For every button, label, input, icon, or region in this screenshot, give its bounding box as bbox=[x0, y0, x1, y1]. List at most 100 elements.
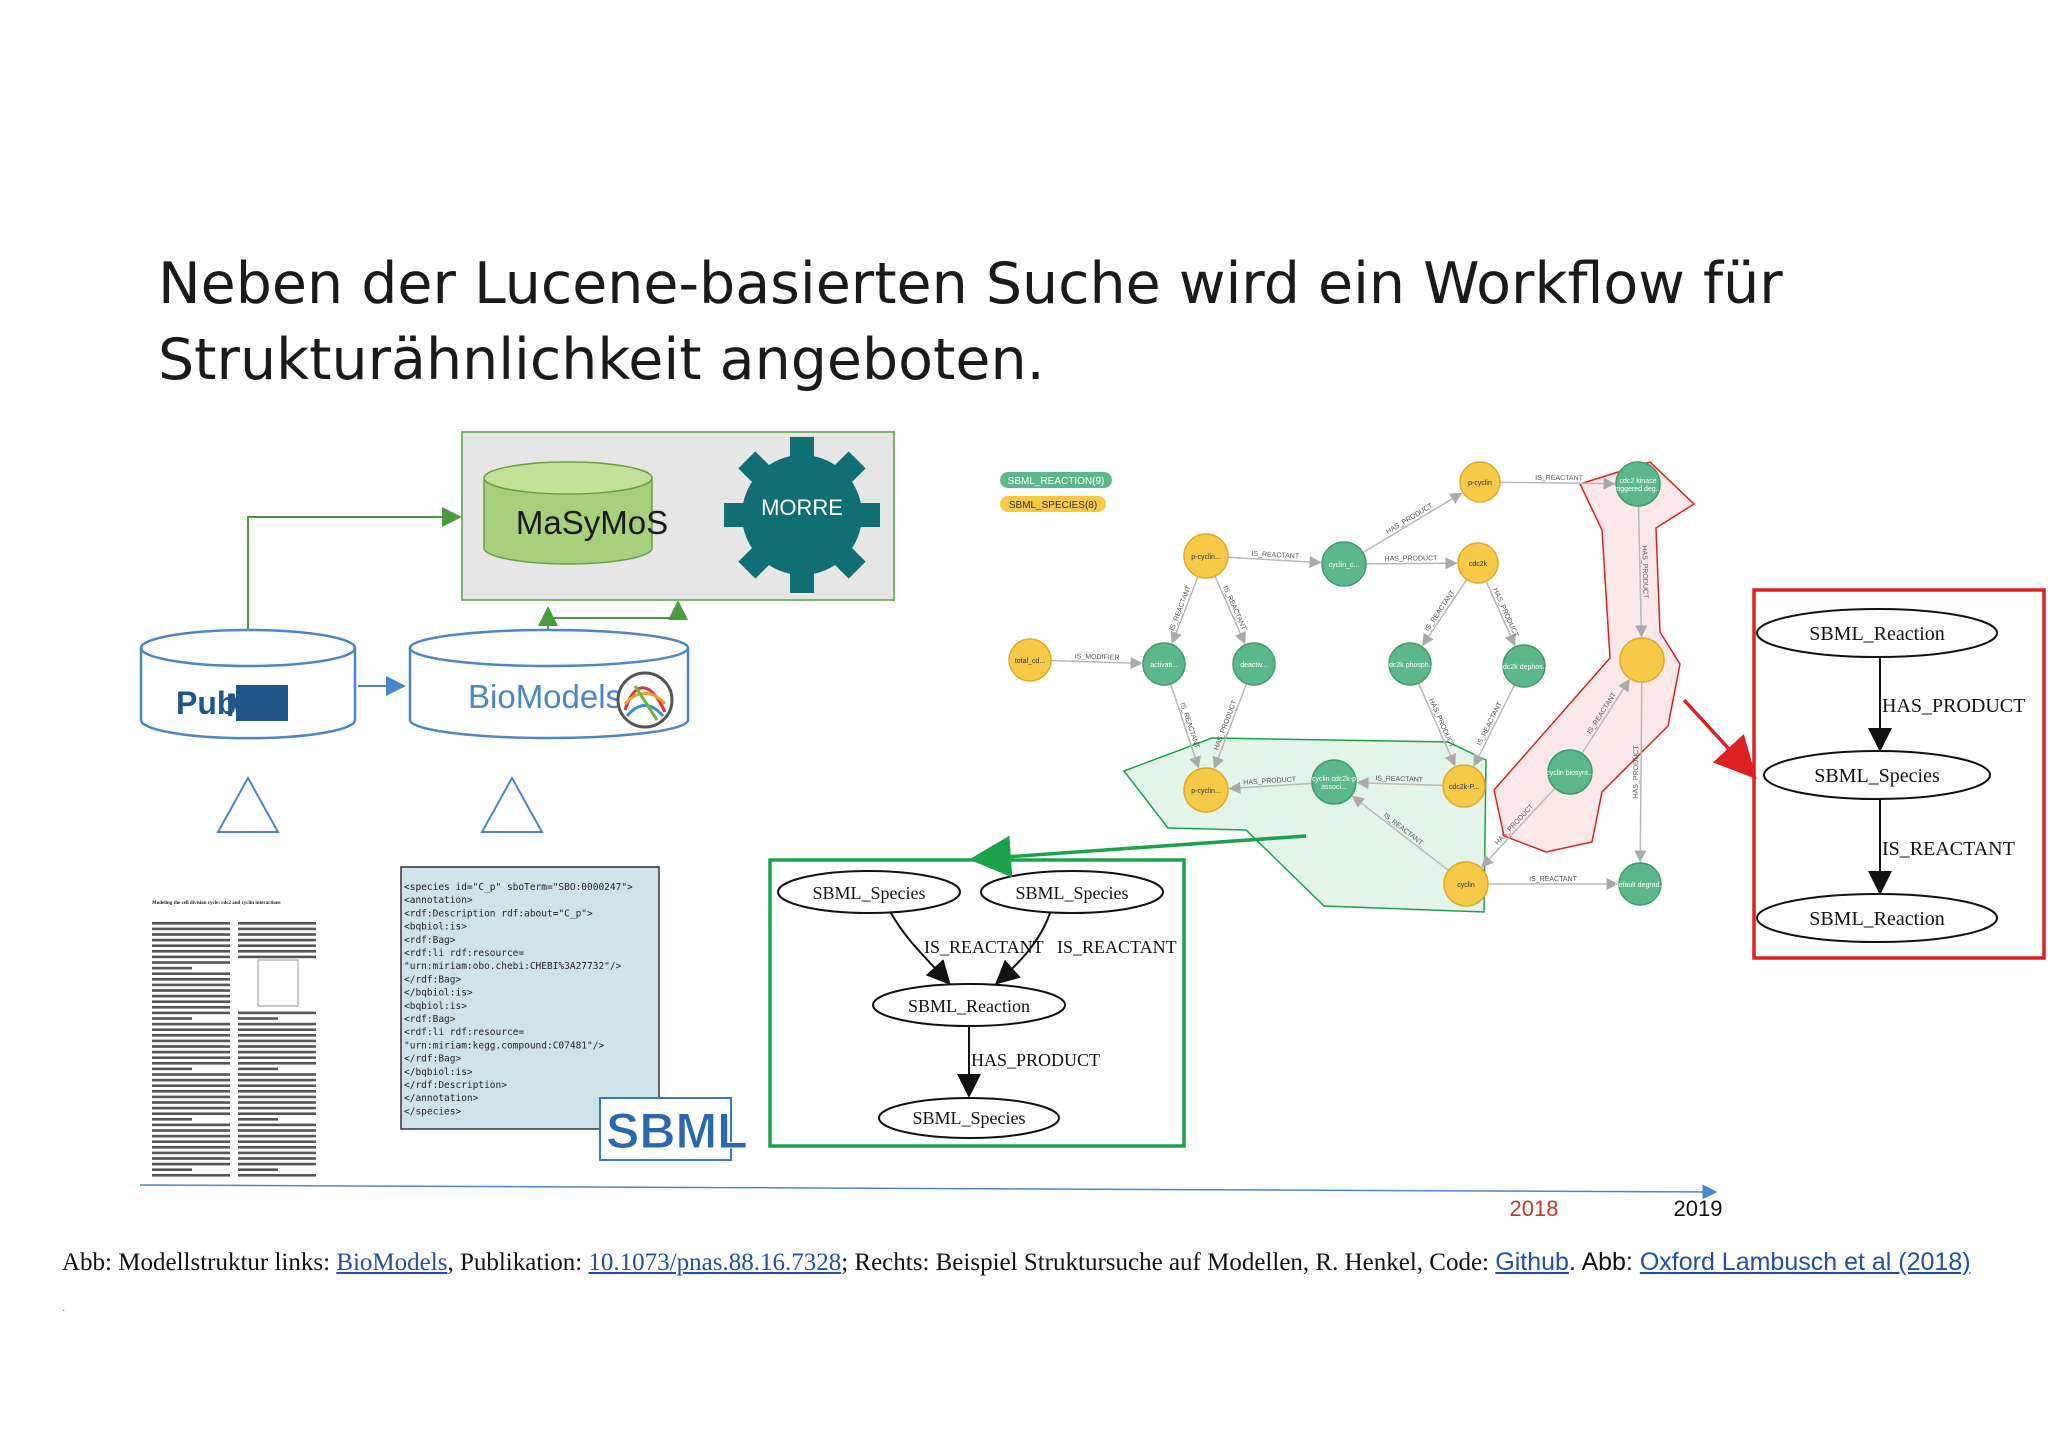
paper-text-line bbox=[152, 1011, 230, 1015]
paper-text-line bbox=[238, 1056, 316, 1059]
graph-node-label: cdc2k phosph... bbox=[1385, 662, 1434, 669]
paper-text-line bbox=[152, 1022, 230, 1026]
graph-edge bbox=[1422, 579, 1468, 647]
pubmed-med-box bbox=[236, 685, 288, 721]
graph-node: cdc2k phosph... bbox=[1385, 642, 1435, 686]
paper-figure bbox=[257, 959, 299, 1007]
slide-footer-dot: . bbox=[62, 1300, 66, 1314]
paper-text-line bbox=[152, 1134, 230, 1138]
paper-text-line bbox=[152, 938, 230, 942]
graph-node-label: cdc2 kinase bbox=[1620, 478, 1657, 485]
legend-species-label: SBML_SPECIES(8) bbox=[1009, 500, 1097, 511]
red-species: SBML_Species bbox=[1814, 765, 1940, 787]
graph-node: cyclin_c... bbox=[1321, 541, 1367, 587]
graph-edge bbox=[1635, 505, 1648, 638]
pubmed-to-masymos-arrow bbox=[247, 507, 462, 640]
sbml-logo-text: SBML bbox=[606, 1103, 748, 1159]
green-edge-1: IS_REACTANT bbox=[924, 937, 1044, 957]
graph-edge bbox=[1362, 492, 1463, 554]
graph-node-label: p-cyclin bbox=[1468, 480, 1492, 487]
caption-link-oxford[interactable]: Oxford Lambusch et al (2018) bbox=[1639, 1248, 1971, 1276]
graph-node: p-cyclin bbox=[1459, 461, 1501, 503]
xml-line: "urn:miriam:obo.chebi:CHEBI%3A27732"/> bbox=[404, 961, 622, 972]
xml-line: <rdf:li rdf:resource= bbox=[404, 1027, 524, 1038]
graph-node-circle bbox=[1321, 541, 1367, 587]
paper-text-line bbox=[152, 1078, 230, 1082]
graph-edge-label: IS_REACTANT bbox=[1424, 589, 1457, 633]
graph-edge bbox=[1228, 781, 1313, 794]
paper-text-line bbox=[238, 1062, 316, 1065]
paper-text-line bbox=[152, 1112, 230, 1115]
paper-text-line bbox=[238, 1078, 316, 1082]
paper-text-line bbox=[238, 1017, 278, 1020]
red-highlight-region bbox=[1493, 461, 1696, 853]
pubmed-database: Pub Med bbox=[139, 628, 357, 740]
paper-text-line bbox=[152, 1106, 230, 1110]
paper-text-line bbox=[152, 1151, 230, 1155]
pubmed-pub-label: Pub bbox=[176, 685, 236, 721]
graph-node-circle bbox=[1502, 644, 1546, 688]
sbml-xml-code: <species id="C_p" sboTerm="SBO:0000247">… bbox=[404, 882, 633, 1117]
caption-link-github[interactable]: Github bbox=[1495, 1248, 1569, 1276]
xml-line: "urn:miriam:kegg.compound:C07481"/> bbox=[404, 1040, 604, 1051]
green-edge-2: IS_REACTANT bbox=[1057, 937, 1177, 957]
sbml-logo: SBML bbox=[599, 1097, 748, 1161]
paper-text-line bbox=[152, 978, 230, 981]
graph-node-label: p-cyclin... bbox=[1191, 554, 1221, 561]
graph-node-label: cyclin biosynt... bbox=[1546, 770, 1594, 777]
paper-text-line bbox=[238, 1073, 316, 1076]
graph-edge bbox=[1581, 678, 1630, 754]
graph-node: cyclin biosynt... bbox=[1546, 749, 1594, 795]
paper-text-line bbox=[238, 1157, 316, 1160]
caption-link-doi[interactable]: 10.1073/pnas.88.16.7328 bbox=[588, 1249, 842, 1276]
xml-line: <species id="C_p" sboTerm="SBO:0000247"> bbox=[404, 882, 633, 893]
graph-node bbox=[1619, 637, 1665, 683]
paper-text-line bbox=[152, 1168, 192, 1171]
red-reaction-bottom: SBML_Reaction bbox=[1809, 908, 1945, 930]
graph-edge bbox=[1473, 684, 1516, 767]
paper-text-line bbox=[152, 961, 230, 964]
pubmed-med-label: Med bbox=[226, 687, 290, 723]
biomodels-triangle bbox=[480, 775, 544, 833]
graph-edge-label: IS_REACTANT bbox=[1535, 475, 1584, 483]
graph-node-label: cyclin bbox=[1457, 882, 1475, 889]
caption-link-biomodels[interactable]: BioModels bbox=[336, 1249, 448, 1276]
sbml-xml-box: <species id="C_p" sboTerm="SBO:0000247">… bbox=[400, 866, 660, 1130]
graph-edge bbox=[1499, 477, 1616, 490]
xml-line: <rdf:li rdf:resource= bbox=[404, 948, 524, 959]
paper-text-line bbox=[152, 1118, 192, 1121]
paper-text-line bbox=[152, 966, 192, 970]
paper-text-line bbox=[152, 994, 230, 998]
graph-edge-label: HAS_PRODUCT bbox=[1491, 587, 1519, 639]
paper-text-line bbox=[152, 1062, 230, 1065]
graph-edge bbox=[1634, 681, 1647, 863]
paper-text-line bbox=[238, 1067, 278, 1071]
timeline-axis bbox=[139, 1184, 1718, 1200]
paper-text-line bbox=[152, 1056, 230, 1059]
graph-edge bbox=[1212, 683, 1248, 769]
graph-node-circle bbox=[1443, 861, 1489, 907]
paper-thumbnail: Modeling the cell division cycle: cdc2 a… bbox=[152, 901, 316, 1177]
xml-line: </rdf:Bag> bbox=[404, 974, 461, 985]
green-region-to-box-arrow bbox=[969, 834, 1307, 878]
graph-edge-label: HAS_PRODUCT bbox=[1243, 776, 1297, 786]
biomodels-database: BioModels bbox=[408, 628, 690, 740]
xml-line: <rdf:Bag> bbox=[404, 935, 456, 946]
timeline: 2018 2019 bbox=[139, 1184, 1722, 1221]
paper-text-line bbox=[152, 1157, 230, 1160]
paper-text-line bbox=[152, 1101, 230, 1104]
graph-node-circle bbox=[1183, 533, 1229, 579]
red-reaction-top: SBML_Reaction bbox=[1809, 623, 1945, 645]
graph-node: cyclin cdc2k-passoci... bbox=[1311, 759, 1357, 805]
xml-line: </rdf:Description> bbox=[404, 1080, 507, 1091]
paper-text-line bbox=[152, 1050, 230, 1054]
xml-line: </annotation> bbox=[404, 1093, 479, 1104]
paper-text-line bbox=[238, 955, 316, 959]
graph-node-circle bbox=[1442, 764, 1486, 808]
graph-edge-label: HAS_PRODUCT bbox=[1385, 502, 1435, 536]
graph-edge-label: IS_MODIFIER bbox=[1075, 653, 1120, 661]
paper-text-line bbox=[152, 1174, 230, 1177]
graph-node-label: default degrad... bbox=[1615, 882, 1666, 889]
paper-text-line bbox=[238, 1162, 316, 1166]
